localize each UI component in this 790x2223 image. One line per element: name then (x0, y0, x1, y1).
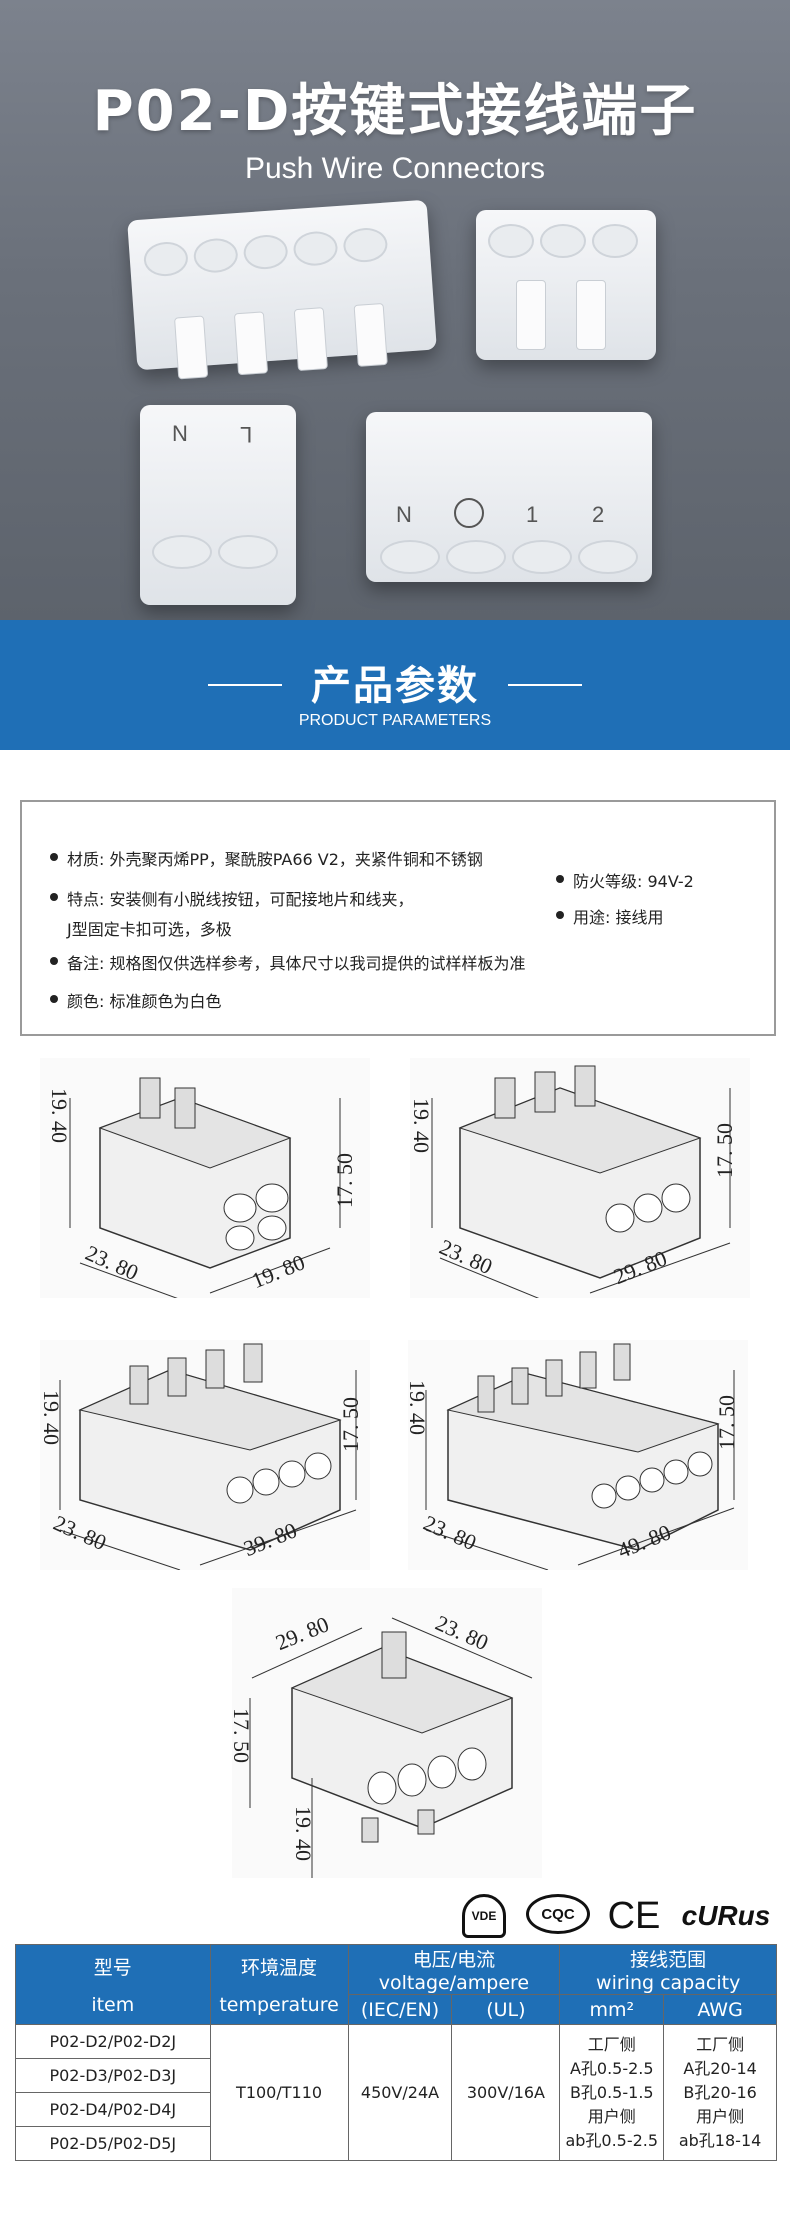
cqc-cert-icon: CQC (526, 1894, 590, 1934)
label-n: N (172, 421, 188, 446)
dimension-drawing-2pole: 19. 40 17. 50 23. 80 19. 80 (40, 1058, 370, 1304)
dim-height-left: 19. 40 (409, 1098, 434, 1153)
dim-height-right: 17. 50 (714, 1395, 739, 1450)
hero-banner: P02-D按键式接线端子 Push Wire Connectors N L N … (0, 0, 790, 620)
label-1: 1 (526, 502, 539, 527)
subheader-awg: AWG (663, 1994, 777, 2025)
table-cell-iec: 450V/24A (347, 2024, 453, 2161)
param-usage: 用途: 接线用 (556, 904, 663, 928)
dim-height-right: 17. 50 (332, 1153, 357, 1208)
dim-height-left: 19. 40 (47, 1088, 72, 1143)
param-feature: 特点: 安装侧有小脱线按钮，可配接地片和线夹，J型固定卡扣可选，多极 (50, 886, 413, 940)
ce-cert-icon: CE (607, 1894, 661, 1937)
table-cell-model: P02-D2/P02-D2J (15, 2024, 211, 2059)
table-cell-ul: 300V/16A (451, 2024, 561, 2161)
param-material: 材质: 外壳聚丙烯PP，聚酰胺PA66 V2，夹紧件铜和不锈钢 (50, 846, 483, 870)
ul-cert-icon: cURus (681, 1900, 771, 1931)
product-image-3pole (476, 210, 656, 360)
page-subtitle: Push Wire Connectors (244, 152, 546, 185)
dimension-drawing-3pole: 19. 40 17. 50 23. 80 29. 80 (409, 1058, 750, 1304)
connector-sketch (69, 1077, 341, 1304)
ground-icon (454, 498, 484, 528)
connector-sketch (431, 1065, 731, 1304)
parameters-box: 材质: 外壳聚丙烯PP，聚酰胺PA66 V2，夹紧件铜和不锈钢 特点: 安装侧有… (20, 800, 776, 1036)
table-cell-awg: 工厂侧 A孔20-14 B孔20-16 用户侧 ab孔18-14 (663, 2024, 777, 2161)
page-title: P02-D按键式接线端子 (92, 79, 698, 144)
subheader-mm2: mm² (559, 1994, 665, 2025)
section-subtitle: PRODUCT PARAMETERS (298, 712, 492, 729)
dim-height-right: 17. 50 (712, 1123, 737, 1178)
table-cell-temperature: T100/T110 (209, 2024, 349, 2161)
product-image-5pole (127, 199, 437, 380)
param-color: 颜色: 标准颜色为白色 (50, 988, 221, 1012)
divider (208, 684, 282, 686)
connector-sketch (425, 1343, 735, 1571)
vde-cert-icon: VDE (462, 1894, 506, 1938)
dim-side: 17. 50 (229, 1708, 254, 1763)
subheader-iec: (IEC/EN) (347, 1994, 453, 2025)
product-image-2pole: N L (140, 405, 296, 605)
connector-sketch (249, 1617, 533, 1878)
section-title: 产品参数 (311, 663, 479, 709)
section-banner: 产品参数 PRODUCT PARAMETERS (0, 620, 790, 750)
divider (508, 684, 582, 686)
label-n: N (396, 502, 412, 527)
dim-height-right: 17. 50 (338, 1397, 363, 1452)
dim-height-left: 19. 40 (405, 1380, 430, 1435)
dimension-drawing-side: 29. 80 23. 80 17. 50 19. 40 (229, 1588, 542, 1878)
label-2: 2 (592, 502, 605, 527)
connector-sketch (59, 1343, 357, 1571)
table-cell-model: P02-D3/P02-D3J (15, 2058, 211, 2093)
dimension-drawing-5pole: 19. 40 17. 50 23. 80 49. 80 (405, 1340, 748, 1571)
label-l: L (240, 422, 253, 447)
dim-height-left: 19. 40 (39, 1390, 64, 1445)
param-note: 备注: 规格图仅供选样参考，具体尺寸以我司提供的试样样板为准 (50, 950, 525, 974)
dim-bottom: 19. 40 (291, 1806, 316, 1861)
product-image-4pole: N 1 2 (366, 412, 652, 582)
dimension-drawing-4pole: 19. 40 17. 50 23. 80 39. 80 (39, 1340, 370, 1571)
param-fire-rating: 防火等级: 94V-2 (556, 868, 694, 892)
table-cell-mm2: 工厂侧 A孔0.5-2.5 B孔0.5-1.5 用户侧 ab孔0.5-2.5 (559, 2024, 665, 2161)
table-cell-model: P02-D4/P02-D4J (15, 2092, 211, 2127)
table-cell-model: P02-D5/P02-D5J (15, 2126, 211, 2161)
subheader-ul: (UL) (451, 1994, 561, 2025)
